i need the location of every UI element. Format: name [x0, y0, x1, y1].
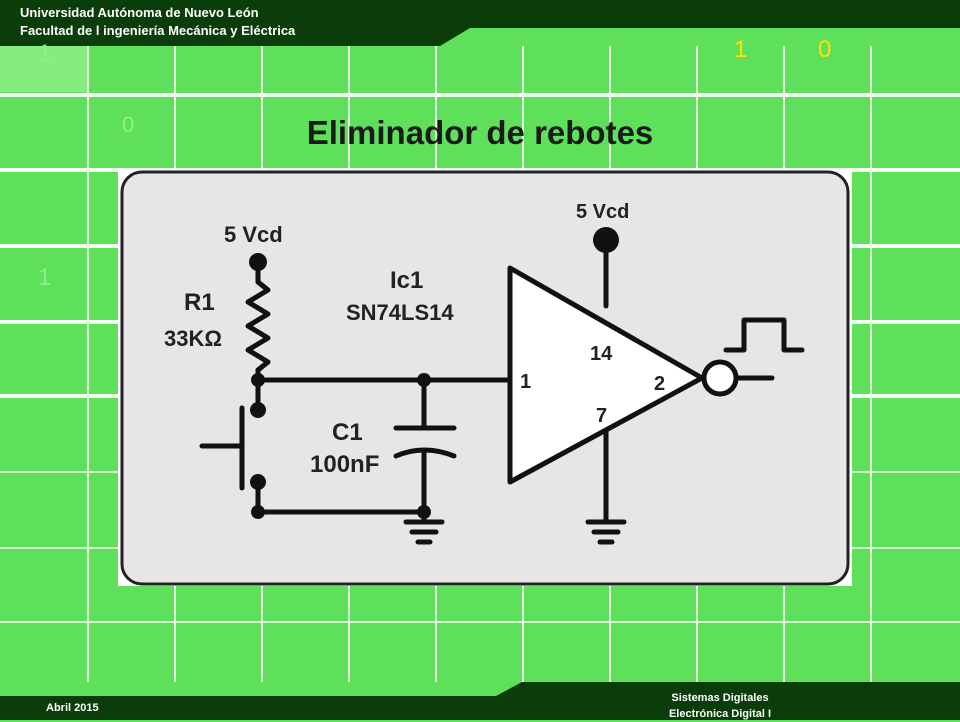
- footer-course: Sistemas Digitales Electrónica Digital I: [640, 690, 800, 722]
- header-text: Universidad Autónoma de Nuevo León Facul…: [20, 4, 295, 40]
- binary-digit: 1: [38, 264, 52, 291]
- label-ic-name: Ic1: [390, 267, 423, 294]
- binary-digit: 0: [818, 36, 832, 63]
- label-supply-left: 5 Vcd: [224, 222, 283, 247]
- label-pin-gnd: 7: [596, 405, 607, 427]
- binary-digit: 1: [38, 40, 52, 67]
- label-pin-in: 1: [520, 371, 531, 393]
- label-c1-name: C1: [332, 419, 363, 446]
- label-r1-name: R1: [184, 289, 215, 316]
- label-r1-value: 33KΩ: [164, 326, 222, 351]
- footer-bar: [0, 682, 960, 720]
- vcc-terminal: [593, 227, 619, 253]
- binary-digit: 1: [734, 36, 748, 63]
- label-c1-value: 100nF: [310, 451, 379, 478]
- university-name: Universidad Autónoma de Nuevo León: [20, 5, 259, 20]
- inverter-bubble: [701, 359, 739, 397]
- label-supply-right: 5 Vcd: [576, 201, 629, 223]
- resistor-r1: [245, 279, 271, 373]
- footer-date: Abril 2015: [46, 702, 99, 714]
- header-bar: [0, 0, 960, 46]
- faculty-name: Facultad de l ingeniería Mecánica y Eléc…: [20, 23, 296, 38]
- subject-name: Electrónica Digital I: [668, 708, 772, 720]
- course-name: Sistemas Digitales: [671, 692, 769, 704]
- label-pin-out: 2: [654, 373, 665, 395]
- label-ic-part: SN74LS14: [346, 300, 454, 325]
- label-pin-vcc: 14: [590, 343, 613, 365]
- debounce-circuit-diagram: 5 Vcd 5 Vcd R1 33KΩ Ic1 SN74LS14 C1 100n…: [118, 170, 852, 586]
- schmitt-inverter-gate: [507, 265, 705, 485]
- binary-digit: 0: [122, 112, 135, 137]
- slide-title: Eliminador de rebotes: [306, 114, 654, 151]
- output-pulse-icon: [723, 317, 805, 353]
